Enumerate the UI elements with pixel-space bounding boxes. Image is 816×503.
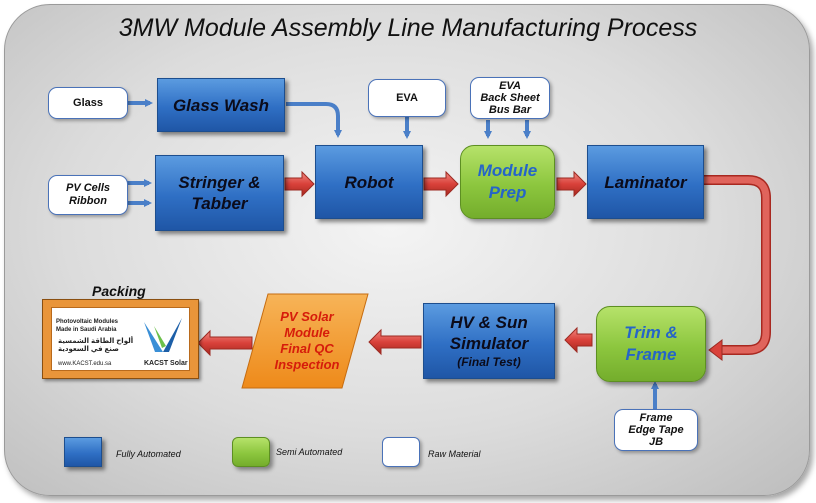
packing-line-en-2: Made in Saudi Arabia: [56, 327, 117, 333]
kacst-logo-icon: [144, 318, 182, 352]
arrow-wash-to-robot: [286, 102, 342, 138]
packing-box: Photovoltaic Modules Made in Saudi Arabi…: [42, 299, 199, 379]
raw-ribbon-label: Ribbon: [69, 195, 107, 207]
station-robot: Robot: [315, 145, 423, 219]
legend-fully-label: Fully Automated: [116, 449, 181, 459]
raw-edge-tape-label: Edge Tape: [628, 424, 684, 436]
legend-semi-label: Semi Automated: [276, 447, 343, 457]
raw-back-sheet-label: Back Sheet: [480, 92, 540, 104]
raw-jb-label: JB: [648, 436, 664, 448]
packing-line-en-1: Photovoltaic Modules: [56, 319, 119, 325]
packing-line-ar-1: ألواح الطاقة الشمسية: [58, 338, 134, 345]
arrow-laminator-to-trim: [704, 176, 770, 354]
trim-frame-label-line1: Trim &: [624, 323, 678, 342]
arrow-stringer-to-robot: [284, 170, 315, 198]
flow-arrows: [197, 170, 593, 357]
legend-raw-swatch: [382, 437, 420, 467]
qc-inspection-label: PV Solar Module Final QC Inspection: [262, 304, 352, 378]
station-stringer-tabber: Stringer & Tabber: [155, 155, 284, 231]
raw-frame-label: Frame: [639, 412, 673, 424]
diagram-title: 3MW Module Assembly Line Manufacturing P…: [118, 14, 698, 42]
qc-inspection-shape: [241, 293, 369, 389]
legend-semi-swatch: [232, 437, 270, 467]
station-hv-sun-simulator: HV & Sun Simulator (Final Test): [423, 303, 555, 379]
hv-sun-label-line2: Simulator: [449, 334, 529, 353]
raw-pv-cells-label: PV Cells: [65, 182, 111, 194]
qc-label-line4: Inspection: [274, 357, 340, 372]
robot-label: Robot: [344, 172, 394, 192]
legend-raw-label: Raw Material: [428, 449, 481, 459]
station-trim-frame: Trim & Frame: [596, 306, 706, 382]
station-glass-wash: Glass Wash: [157, 78, 285, 132]
raw-glass-label: Glass: [73, 96, 103, 109]
glass-wash-label: Glass Wash: [172, 95, 270, 115]
module-prep-label-line2: Prep: [488, 183, 527, 202]
hv-sun-sublabel: (Final Test): [457, 355, 521, 369]
input-arrows: [127, 99, 659, 410]
stringer-label-line2: Tabber: [191, 194, 248, 213]
raw-eva-prep-label: EVA: [499, 80, 521, 92]
trim-frame-label-line2: Frame: [625, 345, 677, 364]
arrow-laminator-to-trim-outline: [704, 175, 771, 355]
legend-fully-swatch: [64, 437, 102, 467]
arrow-hv-to-qc: [368, 328, 422, 356]
arrow-robot-to-prep: [423, 170, 459, 198]
raw-glass: Glass: [48, 87, 128, 119]
station-module-prep: Module Prep: [460, 145, 555, 219]
raw-bus-bar-label: Bus Bar: [488, 104, 532, 116]
packing-url: www.KACST.edu.sa: [58, 361, 112, 367]
packing-text-en: Photovoltaic Modules Made in Saudi Arabi…: [56, 318, 118, 334]
raw-eva-backsheet-busbar: EVA Back Sheet Bus Bar: [470, 77, 550, 119]
station-laminator: Laminator: [587, 145, 704, 219]
packing-brand: KACST Solar: [144, 360, 188, 367]
packing-line-ar-2: صنع في السعودية: [58, 346, 119, 353]
raw-eva-robot: EVA: [368, 79, 446, 117]
arrow-trim-to-hv: [564, 326, 593, 354]
arrow-laminator-to-trim-head: [708, 338, 723, 362]
qc-label-line2: Module: [284, 325, 330, 340]
packing-label: Packing: [92, 283, 146, 299]
laminator-label: Laminator: [604, 172, 687, 192]
raw-frame-tape-jb: Frame Edge Tape JB: [614, 409, 698, 451]
hv-sun-label-line1: HV & Sun: [450, 313, 528, 332]
raw-pv-cells: PV Cells Ribbon: [48, 175, 128, 215]
stringer-label-line1: Stringer &: [178, 173, 261, 192]
qc-label-line3: Final QC: [280, 341, 334, 356]
qc-label-line1: PV Solar: [280, 309, 334, 324]
arrow-qc-to-packing: [197, 329, 253, 357]
arrow-prep-to-laminator: [556, 170, 587, 198]
module-prep-label-line1: Module: [477, 161, 538, 180]
raw-eva-label: EVA: [396, 91, 418, 104]
packing-label-card: Photovoltaic Modules Made in Saudi Arabi…: [51, 307, 190, 371]
packing-text-ar: ألواح الطاقة الشمسية صنع في السعودية: [58, 338, 133, 354]
